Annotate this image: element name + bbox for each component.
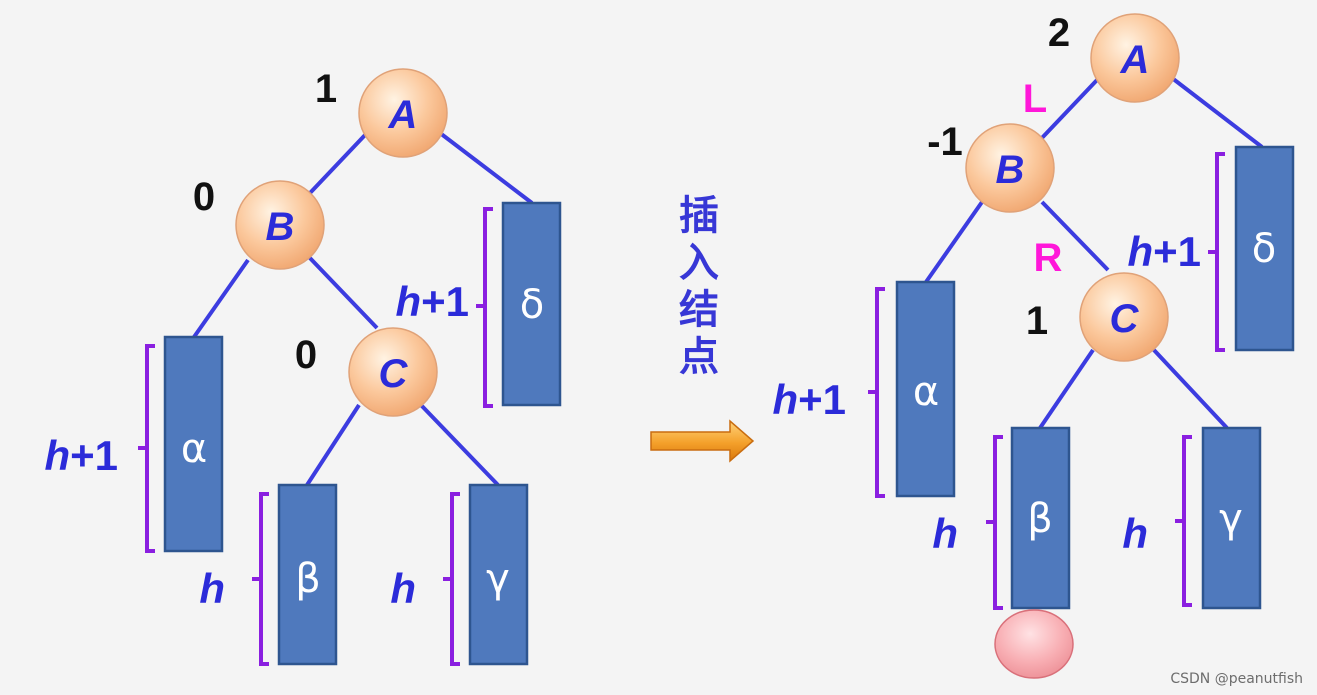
subtree-beta-right: β: [1010, 426, 1071, 610]
subtree-gamma-right-symbol: γ: [1219, 496, 1243, 542]
insert-label-char-4: 点: [679, 334, 719, 380]
insert-label: 插 入 结 点: [679, 193, 719, 380]
edge-c-beta: [305, 403, 361, 487]
subtree-gamma: γ: [468, 483, 529, 666]
node-a: A: [358, 68, 448, 158]
edge-b-alpha-right: [924, 200, 984, 284]
subtree-gamma-right: γ: [1201, 426, 1262, 610]
right-arrow-icon: [650, 419, 755, 463]
insert-label-char-1: 插: [679, 193, 719, 239]
subtree-beta-right-symbol: β: [1027, 496, 1053, 542]
node-a-right-letter: A: [1120, 38, 1150, 82]
bracket-alpha: [138, 344, 155, 553]
balance-a: 1: [315, 67, 337, 111]
subtree-delta: δ: [501, 201, 562, 407]
bracket-gamma-right: [1175, 435, 1192, 607]
edge-a-b-right: [1038, 78, 1099, 142]
height-label-alpha: h+1: [44, 432, 118, 479]
direction-label-l: L: [1023, 77, 1047, 121]
bracket-delta-right: [1208, 152, 1225, 352]
edge-a-delta-right: [1170, 76, 1264, 149]
subtree-gamma-symbol: γ: [486, 556, 510, 602]
balance-c: 0: [295, 333, 317, 377]
bracket-beta: [252, 492, 269, 666]
insert-label-char-3: 结: [679, 287, 719, 333]
bracket-delta: [476, 207, 493, 408]
edge-b-c-right: [1040, 200, 1110, 272]
edge-c-gamma: [418, 402, 500, 487]
right-tree: α β γ δ: [772, 11, 1295, 679]
node-b-letter: B: [266, 205, 295, 249]
inserted-node: [994, 609, 1074, 679]
node-c-right: C: [1079, 272, 1169, 362]
edge-a-delta: [438, 131, 534, 205]
direction-label-r: R: [1034, 236, 1063, 280]
height-label-gamma-right: h: [1122, 510, 1148, 557]
edge-b-alpha: [192, 258, 250, 339]
left-tree: α β γ δ h+1: [44, 67, 562, 666]
node-b-right: B: [965, 123, 1055, 213]
subtree-beta: β: [277, 483, 338, 666]
height-label-delta-right: h+1: [1127, 228, 1201, 275]
subtree-alpha-symbol: α: [181, 426, 207, 472]
node-c-right-letter: C: [1110, 297, 1140, 341]
subtree-delta-right-symbol: δ: [1252, 226, 1276, 272]
height-label-delta: h+1: [395, 278, 469, 325]
subtree-alpha-right: α: [895, 280, 956, 498]
subtree-delta-symbol: δ: [520, 282, 544, 328]
node-c-letter: C: [379, 352, 409, 396]
edge-c-gamma-right: [1151, 347, 1229, 430]
balance-a-right: 2: [1048, 11, 1070, 55]
watermark: CSDN @peanutfish: [1170, 671, 1303, 687]
bracket-alpha-right: [868, 287, 885, 498]
subtree-alpha: α: [163, 335, 224, 553]
node-c: C: [348, 327, 438, 417]
edge-c-beta-right: [1038, 348, 1095, 430]
subtree-beta-symbol: β: [295, 556, 321, 602]
subtree-alpha-right-symbol: α: [913, 369, 939, 415]
subtree-delta-right: δ: [1234, 145, 1295, 352]
height-label-gamma: h: [390, 565, 416, 612]
balance-b: 0: [193, 175, 215, 219]
height-label-beta-right: h: [932, 510, 958, 557]
node-a-letter: A: [388, 93, 418, 137]
height-label-alpha-right: h+1: [772, 376, 846, 423]
node-b-right-letter: B: [996, 148, 1025, 192]
node-a-right: A: [1090, 13, 1180, 103]
balance-b-right: -1: [927, 120, 963, 164]
node-b: B: [235, 180, 325, 270]
bracket-gamma: [443, 492, 460, 666]
edge-b-c: [306, 254, 379, 330]
edge-a-b: [308, 132, 368, 195]
bracket-beta-right: [986, 435, 1003, 610]
balance-c-right: 1: [1026, 299, 1048, 343]
height-label-beta: h: [199, 565, 225, 612]
insert-label-char-2: 入: [679, 240, 719, 286]
